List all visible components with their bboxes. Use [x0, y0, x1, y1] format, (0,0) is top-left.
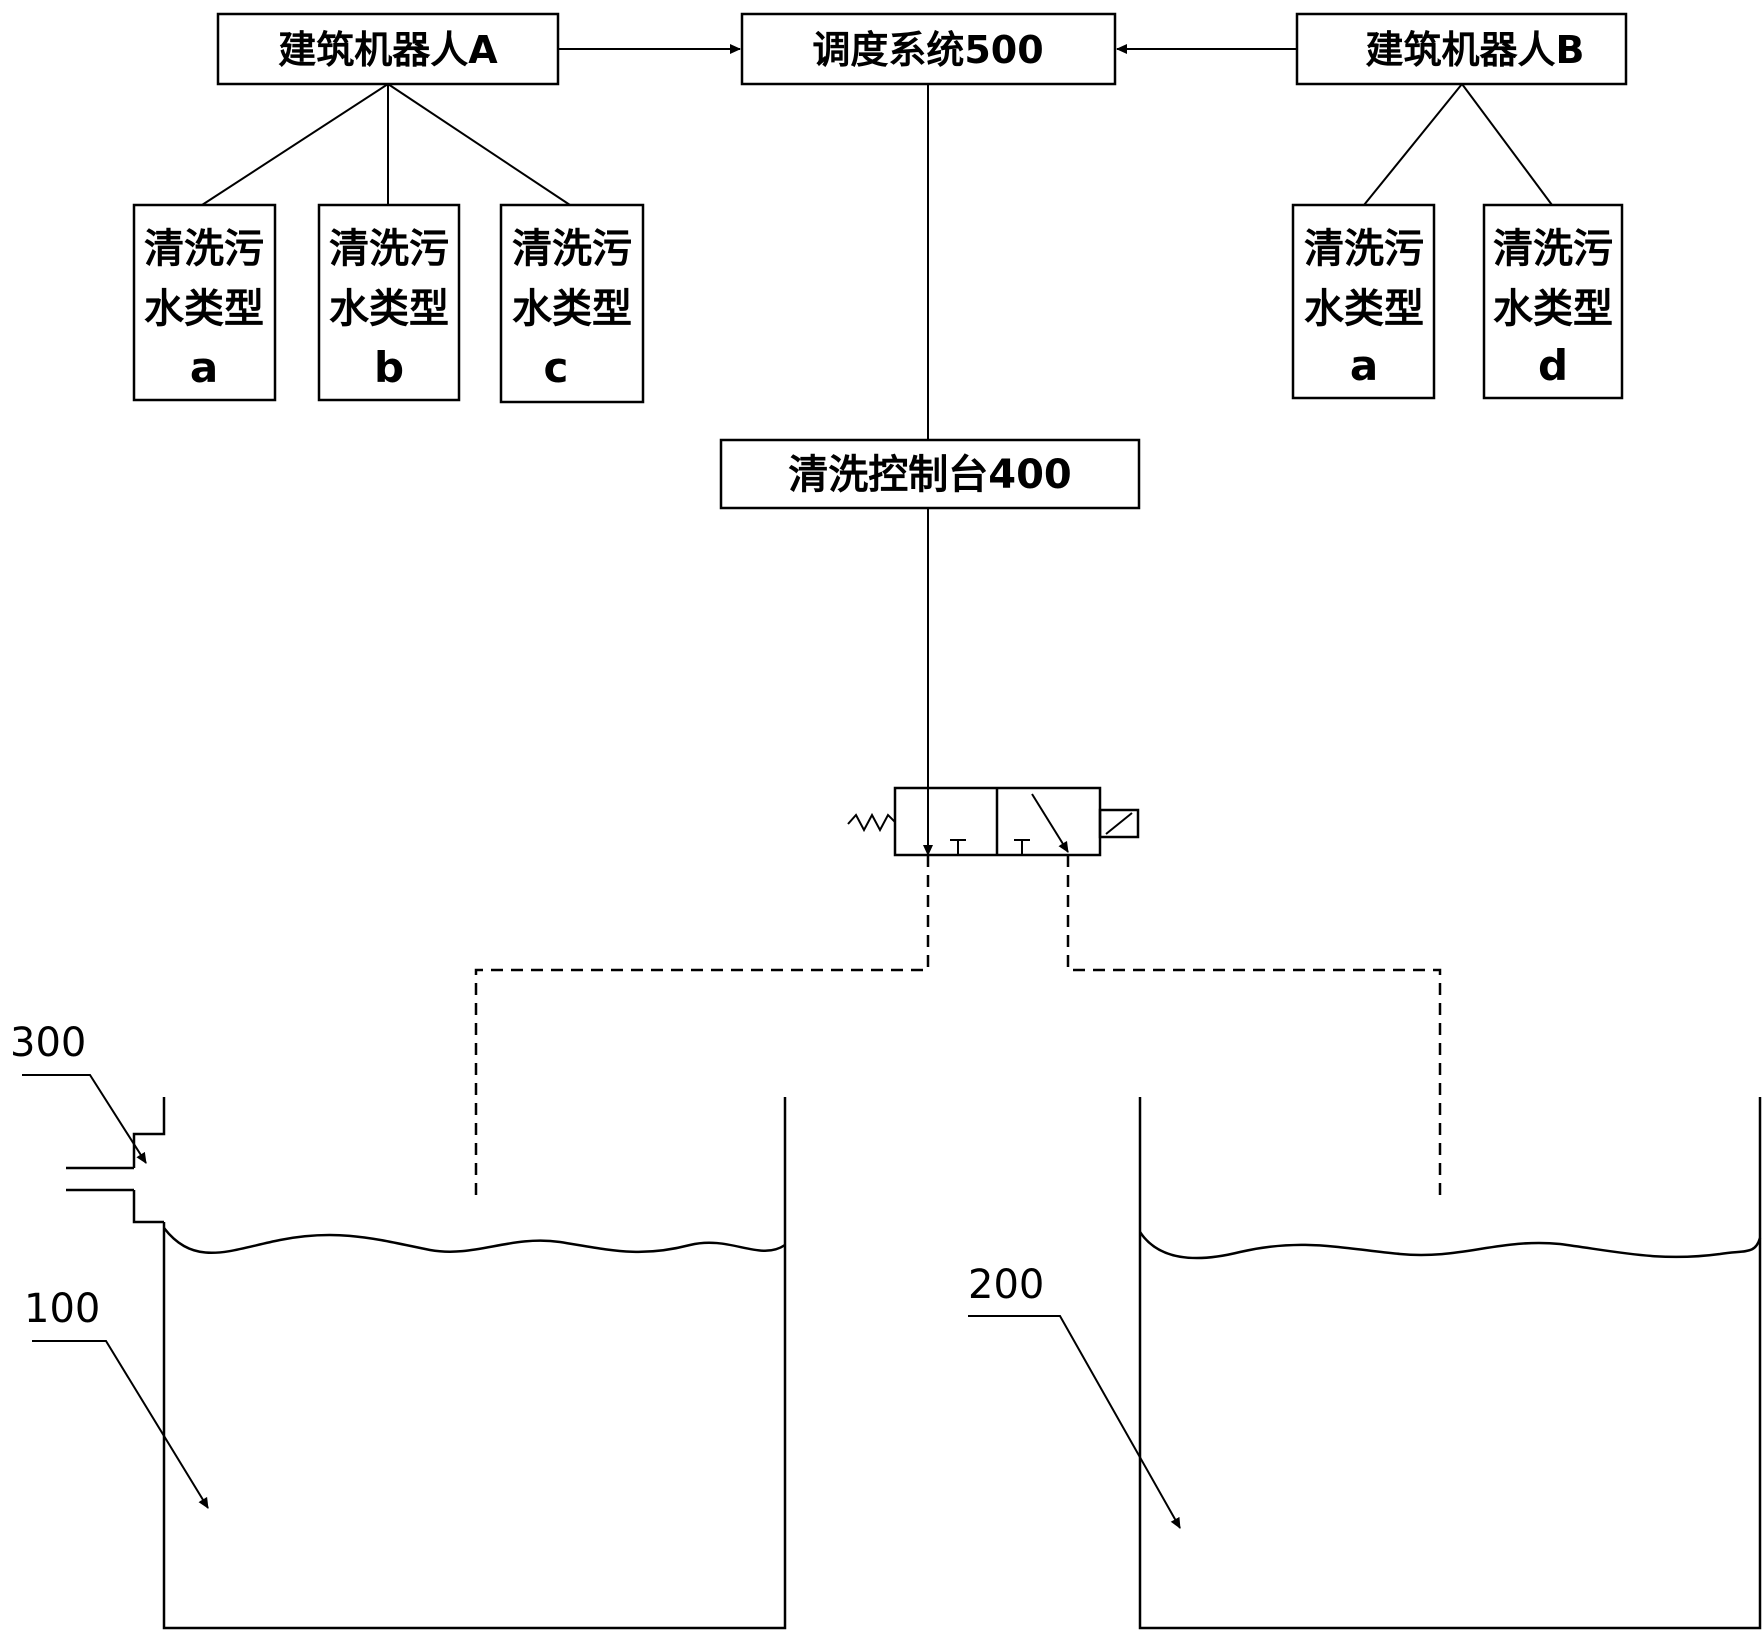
ref-label-300: 300 — [10, 1020, 147, 1164]
type-line1: 清洗污 — [512, 226, 632, 272]
tank-100-water-surface — [163, 1227, 786, 1254]
ref-label-100: 100 — [24, 1286, 209, 1509]
ref-label-200: 200 — [968, 1262, 1181, 1529]
solenoid-valve — [847, 786, 1140, 857]
robot-a-type-b-box: 清洗污 水类型 b — [317, 203, 461, 402]
type-line2: 水类型 — [1304, 286, 1424, 332]
ref-label-300-text: 300 — [10, 1020, 86, 1066]
tank-200-water-surface — [1138, 1231, 1762, 1260]
robot-b-type-d-box: 清洗污 水类型 d — [1482, 203, 1624, 400]
robot-a-box: 建筑机器人A — [216, 12, 560, 86]
type-code: a — [1350, 341, 1378, 390]
tank-100 — [162, 1097, 787, 1630]
robot-a-type-a-box: 清洗污 水类型 a — [132, 203, 277, 402]
tank-200 — [1138, 1097, 1762, 1630]
pipe-to-tank-200 — [1066, 855, 1442, 1197]
type-line1: 清洗污 — [329, 226, 449, 272]
dispatch-system-box: 调度系统500 — [740, 12, 1117, 86]
valve-spring — [847, 812, 896, 833]
type-line2: 水类型 — [1493, 286, 1613, 332]
robot-b-branches — [1363, 83, 1553, 206]
cleaning-console-box: 清洗控制台400 — [719, 438, 1141, 510]
type-line2: 水类型 — [144, 286, 264, 332]
pipe-to-tank-100 — [474, 855, 930, 1197]
dispatch-system-label: 调度系统500 — [812, 28, 1043, 72]
type-code: c — [544, 343, 569, 392]
cleaning-console-label: 清洗控制台400 — [788, 452, 1072, 498]
type-code: b — [374, 343, 404, 392]
robot-b-box: 建筑机器人B — [1295, 12, 1628, 86]
dashed-pipes — [474, 855, 1442, 1197]
type-line1: 清洗污 — [144, 226, 264, 272]
robot-b-type-a-box: 清洗污 水类型 a — [1291, 203, 1436, 400]
type-line2: 水类型 — [512, 286, 632, 332]
ref-label-200-text: 200 — [968, 1262, 1044, 1308]
robot-b-label: 建筑机器人B — [1366, 28, 1585, 72]
type-line1: 清洗污 — [1493, 226, 1613, 272]
type-code: a — [190, 343, 218, 392]
inlet-300 — [66, 1097, 166, 1224]
robot-a-branches — [201, 83, 571, 206]
robot-a-label: 建筑机器人A — [278, 28, 498, 72]
type-line2: 水类型 — [329, 286, 449, 332]
robot-a-type-c-box: 清洗污 水类型 c — [499, 203, 645, 404]
type-code: d — [1538, 341, 1568, 390]
type-line1: 清洗污 — [1304, 226, 1424, 272]
valve-solenoid — [1098, 808, 1140, 839]
ref-label-100-text: 100 — [24, 1286, 100, 1332]
